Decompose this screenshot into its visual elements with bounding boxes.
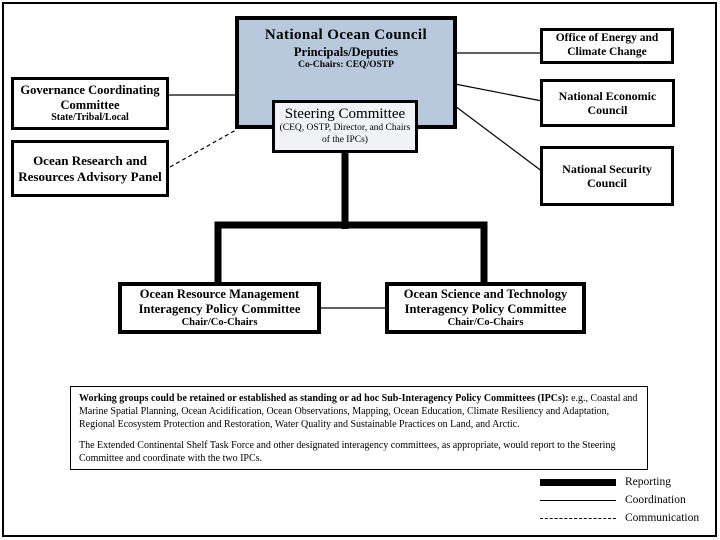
- box-subtitle: Principals/Deputies: [293, 44, 399, 59]
- org-box-steering-committee: Steering Committee (CEQ, OSTP, Director,…: [272, 100, 418, 153]
- legend: Reporting Coordination Communication: [540, 473, 712, 527]
- coordination-line-sample-icon: [540, 499, 616, 501]
- box-title: Ocean Research and Resources Advisory Pa…: [18, 153, 162, 184]
- box-title: National Economic Council: [558, 88, 657, 117]
- box-note: State/Tribal/Local: [51, 112, 129, 124]
- org-box-national-economic-council: National Economic Council: [540, 79, 675, 127]
- footnote-box: Working groups could be retained or esta…: [70, 386, 648, 470]
- box-title: Steering Committee: [284, 105, 406, 122]
- communication-line-orrap-noc: [169, 129, 237, 168]
- box-note: Co-Chairs: CEQ/OSTP: [298, 60, 394, 71]
- org-box-national-security-council: National Security Council: [540, 146, 674, 206]
- legend-label: Communication: [625, 512, 700, 524]
- org-box-ocean-resource-management-ipc: Ocean Resource Management Interagency Po…: [118, 282, 321, 334]
- coordination-line-noc-nsc: [454, 105, 544, 173]
- org-box-governance-coordinating-committee: Governance Coordinating Committee State/…: [11, 77, 169, 130]
- box-note: Chair/Co-Chairs: [447, 316, 524, 328]
- legend-row-communication: Communication: [540, 509, 712, 527]
- box-title: Ocean Resource Management Interagency Po…: [138, 287, 301, 316]
- box-title: National Ocean Council: [264, 27, 428, 43]
- footnote-paragraph-task-force: The Extended Continental Shelf Task Forc…: [79, 439, 616, 464]
- box-title: Office of Energy and Climate Change: [555, 32, 659, 58]
- org-box-ocean-science-and-technology-ipc: Ocean Science and Technology Interagency…: [385, 282, 586, 334]
- communication-line-sample-icon: [540, 517, 616, 519]
- legend-row-coordination: Coordination: [540, 491, 712, 509]
- org-box-office-of-energy-and-climate-change: Office of Energy and Climate Change: [540, 28, 674, 64]
- reporting-line-sample-icon: [540, 478, 616, 486]
- org-box-ocean-research-advisory-panel: Ocean Research and Resources Advisory Pa…: [11, 140, 169, 197]
- box-note: (CEQ, OSTP, Director, and Chairs of the …: [279, 123, 411, 146]
- footnote-paragraph-working-groups: Working groups could be retained or esta…: [79, 392, 639, 432]
- box-title: National Security Council: [562, 161, 652, 190]
- footnote-lead-text: Working groups could be retained or esta…: [79, 393, 569, 404]
- box-title: Governance Coordinating Committee: [20, 82, 160, 112]
- legend-label: Reporting: [625, 476, 671, 488]
- reporting-line-ipc-bracket: [214, 221, 488, 286]
- coordination-line-noc-nec: [454, 83, 543, 102]
- legend-row-reporting: Reporting: [540, 473, 712, 491]
- box-note: Chair/Co-Chairs: [181, 316, 258, 328]
- footnote-body-text: e.g., Coastal and Marine Spatial Plannin…: [79, 393, 638, 431]
- legend-label: Coordination: [625, 494, 686, 506]
- box-title: Ocean Science and Technology Interagency…: [403, 287, 568, 316]
